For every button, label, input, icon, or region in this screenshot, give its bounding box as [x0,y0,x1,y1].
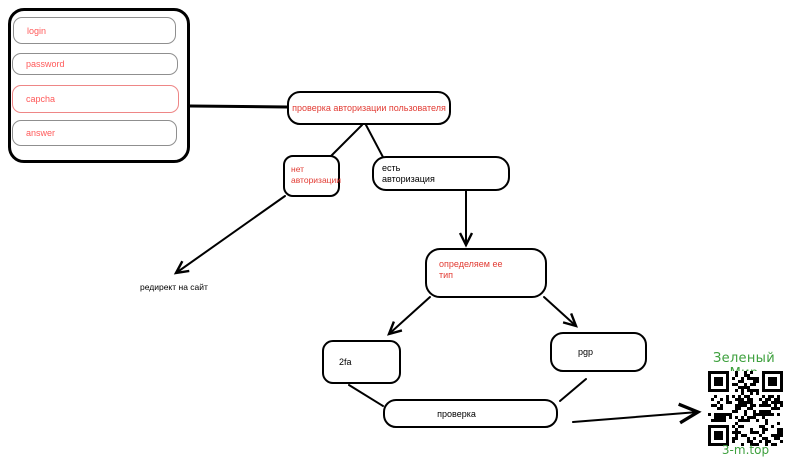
edge-2fa-to-verify [348,384,384,407]
node-pgp-label: pgp [578,347,594,357]
arrow-verify-to-qr [572,402,702,425]
edge-check-to-has-auth [365,124,385,160]
node-has-authorization-line1: есть [382,163,401,173]
arrow-no-auth-to-redirect [173,195,286,275]
node-2fa: 2fa [322,340,401,384]
node-no-authorization-line2: авторизации [291,175,342,185]
node-no-authorization-line1: нет [291,164,305,174]
login-field: login [13,17,176,44]
node-verify: проверка [383,399,558,428]
redirect-note: редирект на сайт [140,282,208,292]
qr-code-icon [708,371,783,446]
arrow-define-to-pgp [543,296,578,328]
connector-capcha-to-check [188,104,289,109]
node-pgp: pgp [550,332,647,372]
node-define-type: определяем ее тип [425,248,547,298]
node-no-authorization: нет авторизации [283,155,342,197]
node-define-type-line1: определяем ее [439,259,503,269]
password-field: password [12,53,178,75]
node-check-authorization: проверка авторизации пользователя [287,91,451,125]
qr-caption: 3-m.top [721,443,770,457]
node-2fa-label: 2fa [339,357,352,367]
login-form-panel: login password capcha answer [8,8,190,163]
answer-field: answer [12,120,177,146]
node-has-authorization-line2: авторизация [382,174,435,184]
node-verify-label: проверка [437,408,476,419]
edge-pgp-to-verify [559,378,587,402]
node-has-authorization: есть авторизация [372,156,510,191]
edge-check-to-no-auth [330,124,363,157]
node-define-type-line2: тип [439,270,454,280]
login-field-label: login [27,25,47,36]
password-field-label: password [26,59,65,69]
node-check-authorization-label: проверка авторизации пользователя [292,103,446,113]
arrow-define-to-2fa [387,296,431,336]
capcha-field: capcha [12,85,179,113]
answer-field-label: answer [26,128,56,138]
capcha-field-label: capcha [26,94,56,104]
